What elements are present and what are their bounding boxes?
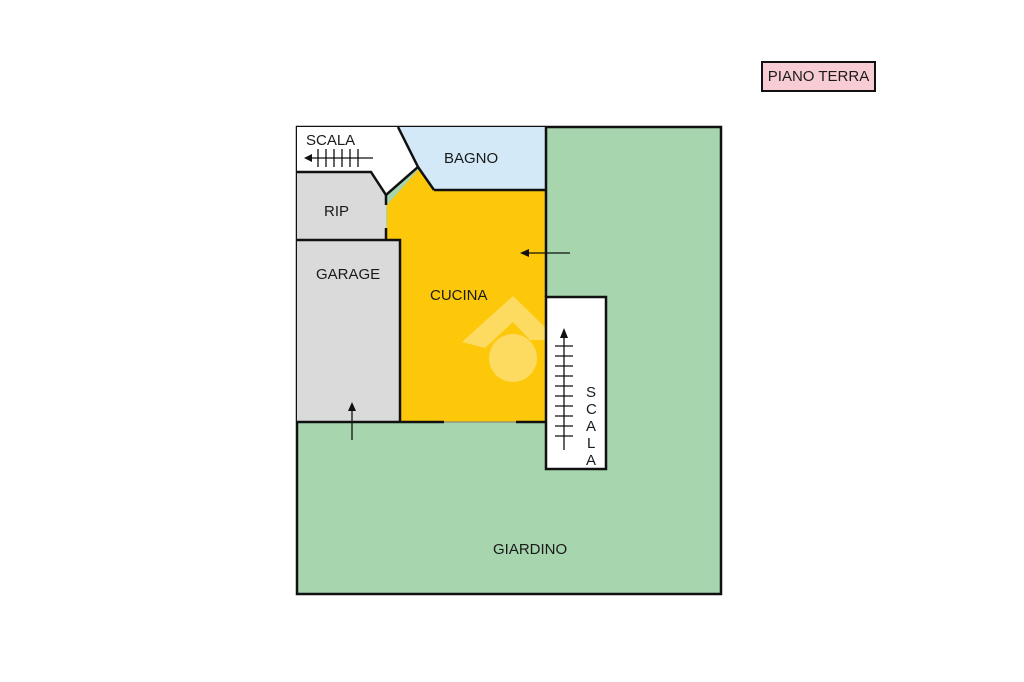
label-scala-top: SCALA	[306, 132, 355, 149]
label-scala-side: S C A L A	[586, 384, 597, 469]
label-rip: RIP	[324, 203, 349, 220]
floor-label-badge: PIANO TERRA	[761, 61, 876, 92]
interior-walls	[297, 126, 548, 424]
label-bagno: BAGNO	[444, 150, 498, 167]
room-scala-side	[544, 295, 608, 471]
arrow-up-icon	[560, 328, 568, 338]
label-garage: GARAGE	[316, 266, 380, 283]
label-scala-side-char: A	[586, 452, 596, 469]
room-cucina	[387, 170, 546, 422]
room-rip	[297, 172, 386, 240]
stair-treads-top	[306, 149, 373, 167]
arrow-left-icon	[520, 249, 529, 257]
watermark-logo	[462, 296, 558, 382]
label-scala-side-char: A	[586, 418, 596, 435]
label-scala-side-char: L	[587, 435, 595, 452]
floor-label: PIANO TERRA	[767, 68, 870, 85]
label-cucina: CUCINA	[430, 287, 488, 304]
room-garage	[297, 240, 400, 422]
label-scala-side-char: C	[586, 401, 597, 418]
label-giardino: GIARDINO	[493, 541, 567, 558]
label-scala-side-char: S	[586, 384, 596, 401]
room-bagno	[398, 127, 546, 190]
stair-treads-side	[555, 334, 573, 450]
arrow-left-icon	[304, 154, 312, 162]
arrow-up-icon	[348, 402, 356, 411]
